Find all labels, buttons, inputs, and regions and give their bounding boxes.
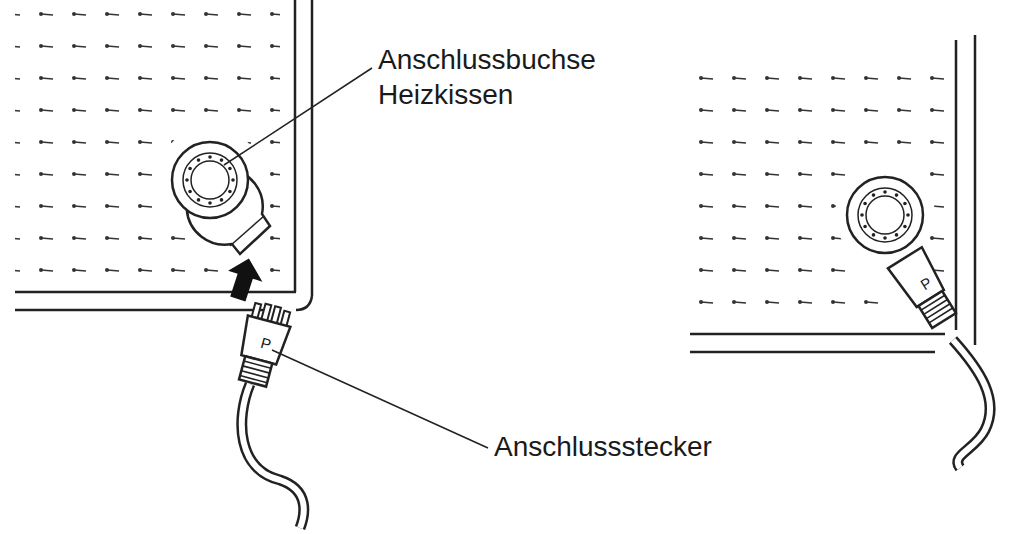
socket-left <box>172 142 270 254</box>
pad-right <box>690 35 975 360</box>
plug-left <box>231 300 294 389</box>
socket-right <box>847 177 923 253</box>
cable-left <box>242 384 304 528</box>
part-label: Anschlussstecker <box>494 430 794 464</box>
plug-right <box>888 247 961 331</box>
leader-line <box>272 350 488 448</box>
leader-line <box>224 68 372 165</box>
pad-left <box>15 0 312 310</box>
insert-arrow <box>221 254 268 305</box>
part-label: Anschlussbuchse Heizkissen <box>378 42 628 112</box>
cable-right <box>953 340 990 468</box>
